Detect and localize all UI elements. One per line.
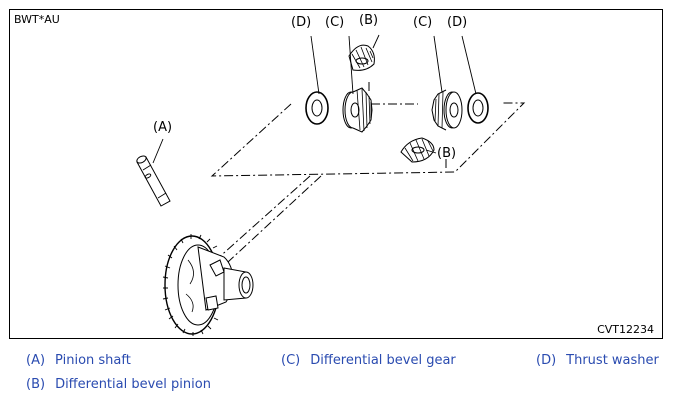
- pinion-shaft: [136, 155, 171, 207]
- legend-item-c: (C) Differential bevel gear: [281, 353, 456, 368]
- differential-case: [162, 234, 254, 336]
- legend-text: Differential bevel pinion: [55, 377, 211, 392]
- callout-b-top: (B): [359, 13, 379, 28]
- callout-d-right: (D): [447, 15, 468, 30]
- doc-code: BWT*AU: [14, 13, 60, 26]
- leader-lines: [152, 34, 477, 164]
- bevel-pinion-bottom: [400, 137, 435, 163]
- legend-item-d: (D) Thrust washer: [536, 353, 659, 368]
- legend-item-a: (A) Pinion shaft: [26, 353, 131, 368]
- callout-a: (A): [153, 120, 173, 135]
- legend-key: (A): [26, 353, 46, 368]
- figure-code: CVT12234: [597, 323, 654, 336]
- legend-text: Thrust washer: [566, 353, 659, 368]
- callout-c-right: (C): [413, 15, 433, 30]
- legend-item-b: (B) Differential bevel pinion: [26, 377, 211, 392]
- bevel-gear-left: [342, 87, 373, 133]
- callout-c-left: (C): [325, 15, 345, 30]
- parts-legend: (A) Pinion shaft (C) Differential bevel ge…: [0, 348, 674, 402]
- exploded-drawing: [136, 34, 526, 336]
- bevel-gear-right: [431, 89, 463, 131]
- assembly-lines: [210, 82, 526, 263]
- callout-d-left: (D): [291, 15, 312, 30]
- legend-key: (D): [536, 353, 557, 368]
- legend-text: Differential bevel gear: [310, 353, 456, 368]
- exploded-view-figure: BWT*AU CVT12234 (D) (C) (B) (C) (D) (A) …: [9, 9, 663, 339]
- callout-b-bottom: (B): [437, 146, 457, 161]
- bevel-pinion-top: [348, 44, 375, 71]
- legend-key: (C): [281, 353, 301, 368]
- thrust-washer-left: [305, 91, 329, 125]
- thrust-washer-right: [467, 92, 489, 124]
- legend-text: Pinion shaft: [55, 353, 131, 368]
- legend-key: (B): [26, 377, 46, 392]
